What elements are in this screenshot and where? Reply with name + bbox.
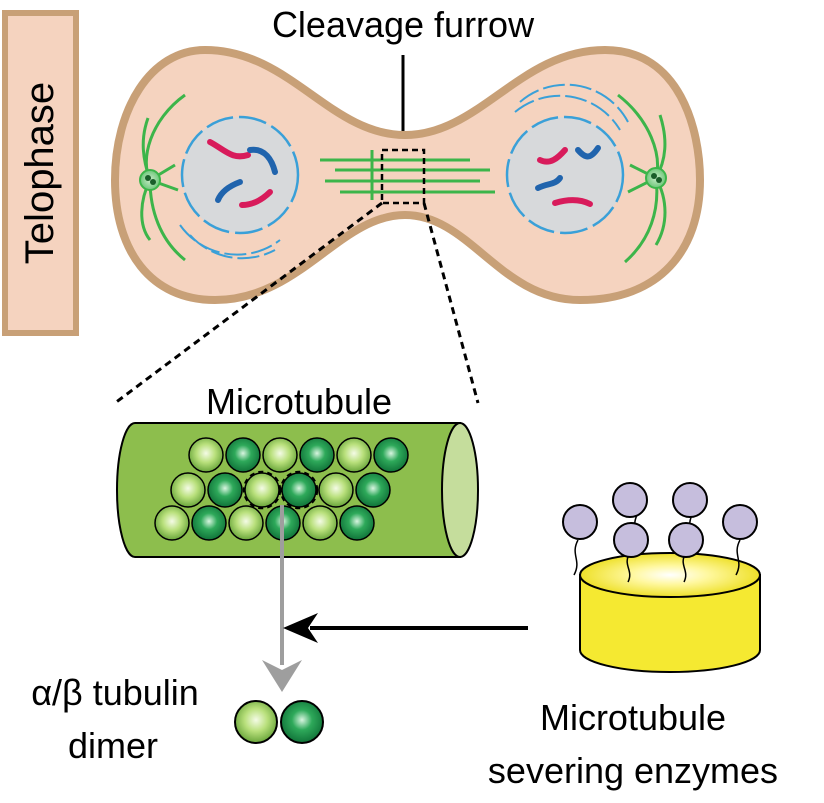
enzyme-subunit-6 [668, 522, 704, 558]
highlighted-dimer [242, 470, 319, 510]
alpha-tubulin-subunit [234, 700, 278, 744]
beta-tubulin-subunit [281, 472, 317, 508]
alpha-tubulin-subunit [302, 505, 338, 541]
dimer-label-line1: α/β tubulin [31, 672, 199, 713]
right-nucleus [505, 83, 629, 235]
dimer-label-line2: dimer [68, 725, 158, 766]
free-tubulin-dimer [234, 700, 324, 744]
zoom-line-right [422, 202, 480, 404]
midbody-microtubules [320, 150, 495, 200]
alpha-tubulin-subunit [228, 505, 264, 541]
alpha-tubulin-subunit [336, 437, 372, 473]
beta-tubulin-subunit [225, 437, 261, 473]
beta-tubulin-subunit [373, 437, 409, 473]
alpha-tubulin-subunit [244, 472, 280, 508]
phase-label: Telophase [18, 82, 62, 264]
tubulin-lattice [154, 437, 409, 541]
right-aster [617, 93, 667, 264]
beta-tubulin-subunit [339, 505, 375, 541]
alpha-tubulin-subunit [318, 472, 354, 508]
beta-tubulin-subunit [280, 700, 324, 744]
dividing-cell [111, 46, 704, 304]
enzyme-subunit-1 [562, 504, 598, 540]
enzyme-label-line1: Microtubule [540, 697, 726, 738]
alpha-tubulin-subunit [154, 505, 190, 541]
alpha-tubulin-subunit [188, 437, 224, 473]
enzyme-subunit-3 [672, 482, 708, 518]
microtubule-label: Microtubule [206, 381, 392, 422]
severing-arrow [283, 613, 528, 643]
furrow-label: Cleavage furrow [272, 4, 535, 45]
beta-tubulin-subunit [355, 472, 391, 508]
beta-tubulin-subunit [191, 505, 227, 541]
enzyme-subunit-4 [722, 504, 758, 540]
zoom-line-left [114, 201, 383, 405]
left-aster [139, 93, 186, 262]
enzyme-subunit-5 [613, 522, 649, 558]
alpha-tubulin-subunit [170, 472, 206, 508]
zoom-box [380, 148, 426, 205]
beta-tubulin-subunit [299, 437, 335, 473]
enzyme-subunit-2 [612, 482, 648, 518]
enzyme-label-line2: severing enzymes [488, 750, 778, 791]
phase-label-box: Telophase [2, 10, 79, 336]
alpha-tubulin-subunit [262, 437, 298, 473]
release-arrow [262, 505, 302, 692]
severing-enzyme [562, 482, 761, 673]
beta-tubulin-subunit [207, 472, 243, 508]
left-nucleus [179, 115, 300, 260]
